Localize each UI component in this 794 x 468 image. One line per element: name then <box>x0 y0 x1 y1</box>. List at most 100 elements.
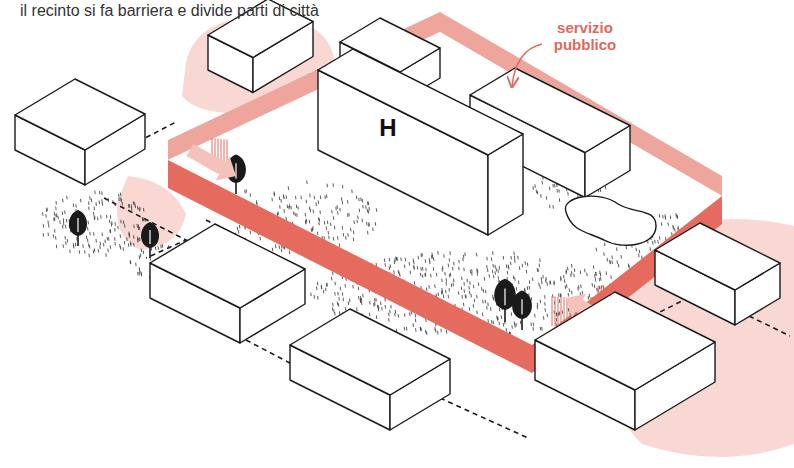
grass-tick <box>327 184 328 188</box>
grass-tick <box>501 315 502 319</box>
grass-tick <box>316 202 317 206</box>
grass-tick <box>331 210 332 214</box>
grass-tick <box>339 208 340 212</box>
grass-tick <box>417 266 418 270</box>
grass-tick <box>99 191 100 195</box>
grass-tick <box>356 308 357 312</box>
grass-tick <box>569 288 570 292</box>
grass-tick <box>552 184 553 188</box>
grass-tick <box>667 222 668 226</box>
grass-tick <box>376 315 377 319</box>
grass-tick <box>542 181 543 185</box>
grass-tick <box>347 233 348 237</box>
grass-tick <box>567 192 568 196</box>
grass-tick <box>498 276 499 280</box>
grass-tick <box>365 205 366 209</box>
grass-tick <box>133 201 134 205</box>
building <box>535 292 715 430</box>
grass-tick <box>158 246 159 250</box>
grass-tick <box>545 308 546 312</box>
grass-tick <box>489 274 490 278</box>
grass-tick <box>144 218 145 222</box>
grass-tick <box>337 236 338 240</box>
grass-tick <box>413 323 414 327</box>
grass-tick <box>106 215 107 219</box>
grass-tick <box>604 243 605 247</box>
grass-tick <box>350 228 351 232</box>
grass-tick <box>373 303 374 307</box>
grass-tick <box>580 271 581 275</box>
grass-tick <box>594 285 595 289</box>
building-roof <box>15 79 145 150</box>
grass-tick <box>534 314 535 318</box>
grass-tick <box>111 221 112 225</box>
grass-tick <box>367 231 368 235</box>
grass-tick <box>347 214 348 218</box>
grass-tick <box>280 199 281 203</box>
grass-tick <box>617 260 618 264</box>
grass-tick <box>380 302 381 306</box>
tree-vein <box>77 218 78 232</box>
grass-tick <box>317 296 318 300</box>
grass-tick <box>659 214 660 218</box>
grass-tick <box>463 282 464 286</box>
grass-tick <box>492 270 493 274</box>
grass-tick <box>128 204 129 208</box>
grass-tick <box>142 218 143 222</box>
grass-tick <box>343 298 344 302</box>
grass-tick <box>404 327 405 331</box>
grass-tick <box>141 272 142 276</box>
grass-tick <box>317 282 318 286</box>
grass-tick <box>565 285 566 289</box>
grass-tick <box>143 208 144 212</box>
grass-tick <box>356 220 357 224</box>
grass-tick <box>360 299 361 303</box>
grass-tick <box>452 267 453 271</box>
grass-tick <box>327 221 328 225</box>
grass-tick <box>609 260 610 264</box>
grass-tick <box>396 257 397 261</box>
grass-tick <box>514 259 515 263</box>
grass-tick <box>64 236 65 240</box>
grass-tick <box>506 265 507 269</box>
grass-tick <box>374 302 375 306</box>
grass-tick <box>287 205 288 209</box>
grass-tick <box>486 265 487 269</box>
grass-tick <box>442 266 443 270</box>
grass-tick <box>294 213 295 217</box>
grass-tick <box>237 227 238 231</box>
grass-tick <box>63 222 64 226</box>
grass-tick <box>340 287 341 291</box>
grass-tick <box>444 272 445 276</box>
grass-tick <box>274 193 275 197</box>
grass-tick <box>103 243 104 247</box>
grass-tick <box>362 294 363 298</box>
grass-tick <box>65 241 66 245</box>
grass-tick <box>400 257 401 261</box>
grass-tick <box>351 190 352 194</box>
grass-tick <box>538 283 539 287</box>
callout-leader <box>512 44 542 86</box>
grass-tick <box>449 251 450 255</box>
grass-tick <box>94 217 95 221</box>
grass-tick <box>664 214 665 218</box>
grass-tick <box>441 279 442 283</box>
grass-tick <box>55 206 56 210</box>
grass-tick <box>318 217 319 221</box>
grass-tick <box>335 207 336 211</box>
grass-tick <box>138 238 139 242</box>
grass-tick <box>420 267 421 271</box>
grass-tick <box>441 291 442 295</box>
grass-tick <box>394 313 395 317</box>
grass-tick <box>469 281 470 285</box>
building <box>318 49 523 235</box>
grass-tick <box>388 318 389 322</box>
grass-tick <box>305 213 306 217</box>
grass-tick <box>477 269 478 273</box>
grass-tick <box>138 224 139 228</box>
grass-tick <box>390 305 391 309</box>
grass-tick <box>562 310 563 314</box>
grass-tick <box>359 209 360 213</box>
grass-tick <box>490 307 491 311</box>
grass-tick <box>487 303 488 307</box>
